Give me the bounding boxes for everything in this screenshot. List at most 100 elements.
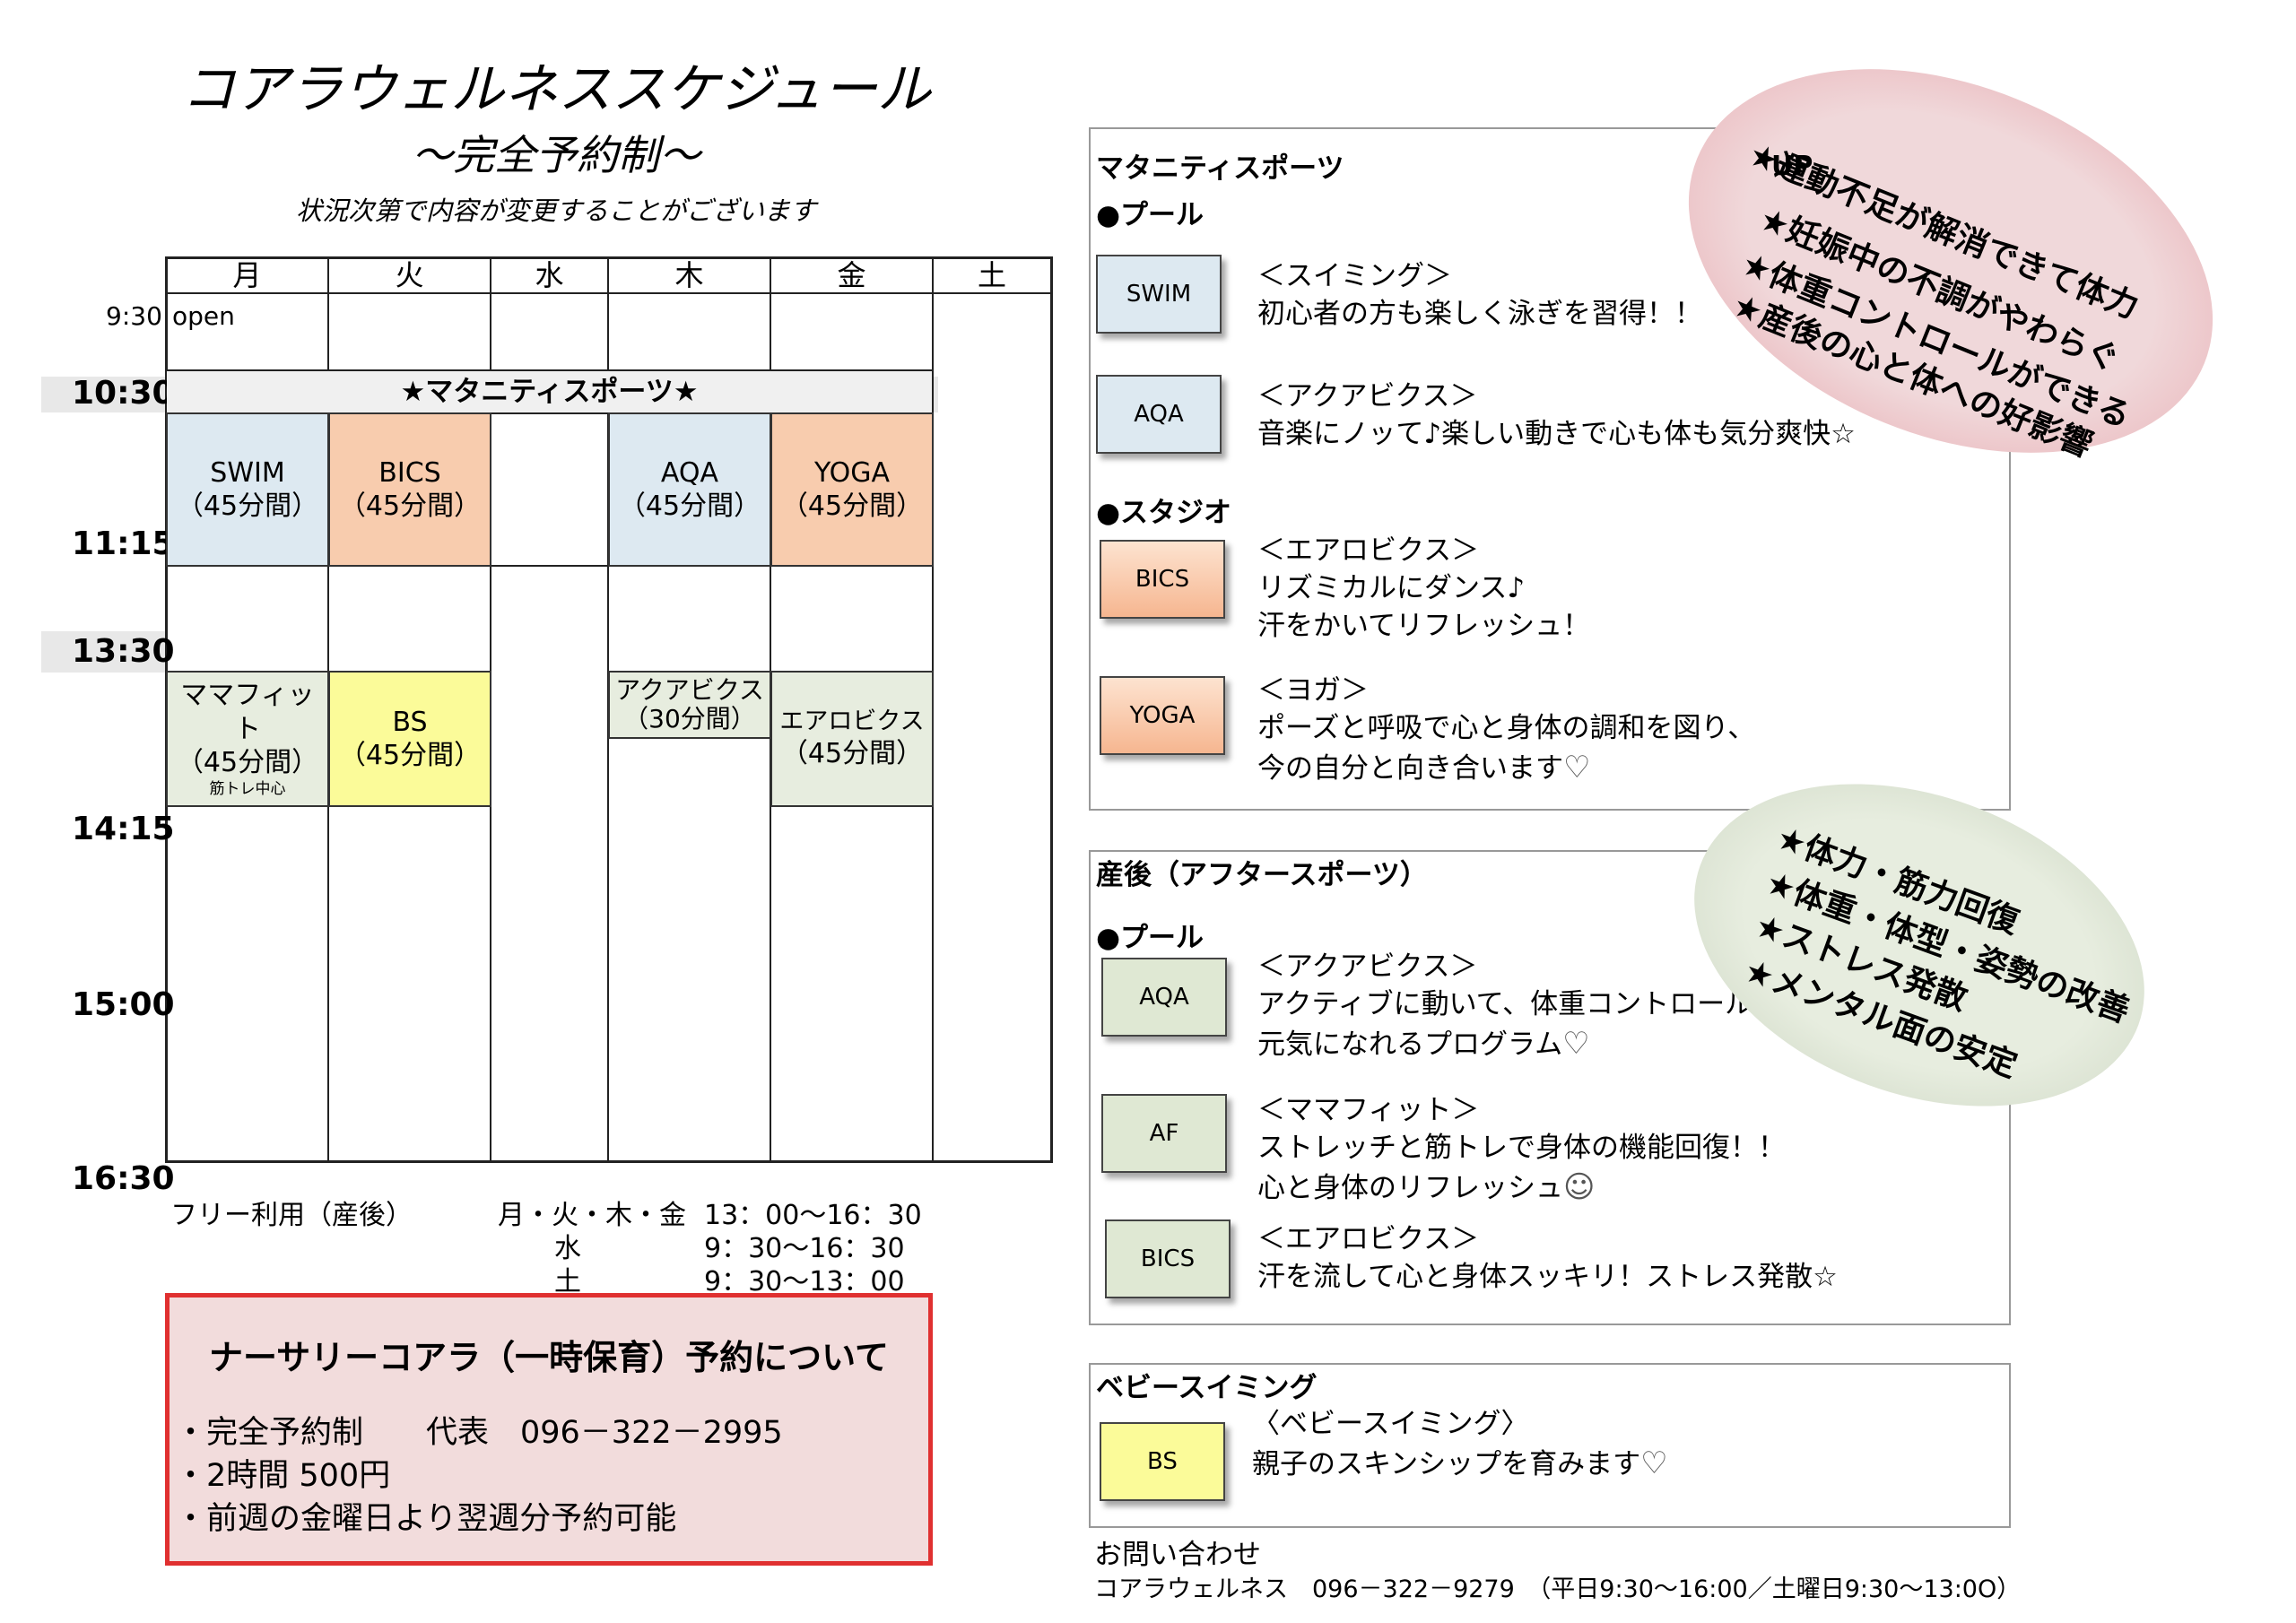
class-name: ママフィット <box>180 680 315 745</box>
class-name: SWIM <box>210 456 285 489</box>
class-duration: （45分間） <box>338 740 482 771</box>
desc-line: 心と身体のリフレッシュ <box>1257 1171 1563 1204</box>
maternity-banner: ★マタニティスポーツ★ <box>167 371 932 412</box>
page-subtitle: 〜完全予約制〜 <box>412 131 700 179</box>
heart-icon: ♡ <box>1563 749 1591 785</box>
nursery-line-2: ・2時間 500円 <box>175 1458 391 1494</box>
day-header-wed: 水 <box>535 258 564 292</box>
class-name: BS <box>392 706 428 738</box>
badge-aqa-post: AQA <box>1101 958 1227 1037</box>
desc-head: 〈ベビースイミング〉 <box>1252 1408 1529 1440</box>
class-tue-bics[interactable]: BICS （45分間） <box>328 412 491 567</box>
maternity-studio-heading: ●スタジオ <box>1096 497 1232 529</box>
free-use-hours-2: 9：30〜16：30 <box>704 1233 905 1264</box>
time-band-1330 <box>41 631 167 673</box>
class-duration: （45分間） <box>618 490 761 522</box>
class-duration: （45分間） <box>176 490 319 522</box>
free-use-days-2: 水 <box>554 1233 581 1264</box>
desc-line: ストレッチと筋トレで身体の機能回復！！ <box>1257 1131 1786 1164</box>
day-header-thu: 木 <box>674 258 704 292</box>
class-duration: （30分間） <box>623 704 756 733</box>
free-use-label: フリー利用（産後） <box>170 1200 413 1231</box>
maternity-pool-heading: ●プール <box>1096 199 1205 231</box>
desc-line: アクティブに動いて、体重コントロール！ <box>1257 987 1781 1020</box>
class-mon-mamafit[interactable]: ママフィット （45分間） 筋トレ中心 <box>166 671 329 807</box>
desc-head: ＜ママフィット＞ <box>1257 1094 1480 1126</box>
class-duration: （45分間） <box>780 490 924 522</box>
class-name: YOGA <box>813 456 891 489</box>
contact-line: コアラウェルネス 096－322－9279 （平日9:30〜16:00／土曜日9… <box>1094 1575 2022 1603</box>
open-label: open <box>172 301 235 331</box>
class-sub: 筋トレ中心 <box>209 779 286 798</box>
nursery-line-3: ・前週の金曜日より翌週分予約可能 <box>175 1501 677 1537</box>
time-1415: 14:15 <box>72 811 175 847</box>
free-use-days-1: 月・火・木・金 <box>498 1200 686 1231</box>
free-use-hours-3: 9：30〜13：00 <box>704 1266 905 1298</box>
baby-panel <box>1089 1363 2011 1528</box>
badge-aqa: AQA <box>1096 375 1222 454</box>
free-use-hours-1: 13：00〜16：30 <box>704 1200 922 1231</box>
badge-bics: BICS <box>1100 540 1225 619</box>
desc-line: 汗をかいてリフレッシュ！ <box>1257 609 1591 642</box>
desc-line: リズミカルにダンス♪ <box>1257 571 1526 604</box>
class-thu-aqa[interactable]: AQA （45分間） <box>608 412 771 567</box>
badge-bics-post: BICS <box>1105 1219 1231 1298</box>
class-fri-aerobics[interactable]: エアロビクス （45分間） <box>770 671 934 807</box>
class-duration: （45分間） <box>176 747 319 779</box>
desc-line: 汗を流して心と身体スッキリ！ストレス発散☆ <box>1257 1260 1838 1293</box>
desc-line: ポーズと呼吸で心と身体の調和を図り、 <box>1257 711 1756 744</box>
desc-head: ＜スイミング＞ <box>1257 260 1452 292</box>
class-name: BICS <box>378 456 441 489</box>
desc-aqa: ＜アクアビクス＞ 音楽にノッて♪楽しい動きで心も体も気分爽快☆ <box>1257 378 1856 454</box>
desc-head: ＜エアロビクス＞ <box>1257 534 1480 567</box>
day-header-sat: 土 <box>977 258 1006 292</box>
nursery-box: ナーサリーコアラ（一時保育）予約について ・完全予約制 代表 096－322－2… <box>165 1293 933 1566</box>
class-name: アクアビクス <box>615 674 764 705</box>
time-0930: 9:30 <box>106 301 162 331</box>
desc-head: ＜エアロビクス＞ <box>1257 1223 1480 1255</box>
desc-line: 元気になれるプログラム <box>1257 1028 1563 1061</box>
class-tue-bs[interactable]: BS （45分間） <box>328 671 491 807</box>
desc-bs: 〈ベビースイミング〉 親子のスキンシップを育みます♡ <box>1252 1406 1668 1485</box>
time-1030: 10:30 <box>72 375 175 412</box>
desc-swim: ＜スイミング＞ 初心者の方も楽しく泳ぎを習得！！ <box>1257 258 1702 334</box>
time-1330: 13:30 <box>72 633 175 670</box>
desc-line: 今の自分と向き合います <box>1257 751 1563 785</box>
desc-head: ＜ヨガ＞ <box>1257 674 1369 707</box>
desc-head: ＜アクアビクス＞ <box>1257 380 1478 412</box>
free-use-days-3: 土 <box>554 1266 581 1298</box>
day-header-fri: 金 <box>837 258 866 292</box>
desc-head: ＜アクアビクス＞ <box>1257 950 1478 983</box>
badge-af: AF <box>1101 1094 1227 1173</box>
nursery-line-1: ・完全予約制 代表 096－322－2995 <box>175 1415 783 1451</box>
smiley-icon: ☺ <box>1563 1168 1596 1205</box>
maternity-benefit-1b: UP <box>1771 151 1813 182</box>
page-title: コアラウェルネススケジュール <box>181 58 931 121</box>
desc-line: 音楽にノッて♪楽しい動きで心も体も気分爽快☆ <box>1257 417 1856 450</box>
maternity-panel <box>1089 127 2011 811</box>
class-duration: （45分間） <box>338 490 482 522</box>
time-1115: 11:15 <box>72 525 175 562</box>
badge-bs: BS <box>1100 1422 1225 1501</box>
class-duration: （45分間） <box>780 738 924 770</box>
contact-label: お問い合わせ <box>1094 1539 1261 1571</box>
class-name: エアロビクス <box>779 707 925 736</box>
postpartum-title: 産後（アフタースポーツ） <box>1096 859 1428 891</box>
desc-af: ＜ママフィット＞ ストレッチと筋トレで身体の機能回復！！ 心と身体のリフレッシュ… <box>1257 1092 1786 1209</box>
class-fri-yoga[interactable]: YOGA （45分間） <box>770 412 934 567</box>
heart-icon: ♡ <box>1640 1445 1668 1481</box>
time-1630: 16:30 <box>72 1160 175 1197</box>
maternity-title: マタニティスポーツ <box>1096 152 1344 185</box>
class-name: AQA <box>660 456 719 489</box>
class-thu-aquabics[interactable]: アクアビクス （30分間） <box>608 671 771 739</box>
badge-yoga: YOGA <box>1100 676 1225 755</box>
desc-aqa-post: ＜アクアビクス＞ アクティブに動いて、体重コントロール！ 元気になれるプログラム… <box>1257 949 1780 1065</box>
nursery-title: ナーサリーコアラ（一時保育）予約について <box>208 1338 890 1377</box>
desc-yoga: ＜ヨガ＞ ポーズと呼吸で心と身体の調和を図り、 今の自分と向き合います♡ <box>1257 673 1755 789</box>
time-1500: 15:00 <box>72 986 175 1023</box>
class-mon-swim[interactable]: SWIM （45分間） <box>166 412 329 567</box>
desc-line: 初心者の方も楽しく泳ぎを習得！！ <box>1257 297 1702 330</box>
badge-swim: SWIM <box>1096 255 1222 334</box>
desc-bics-post: ＜エアロビクス＞ 汗を流して心と身体スッキリ！ストレス発散☆ <box>1257 1221 1838 1297</box>
page-note: 状況次第で内容が変更することがございます <box>295 195 816 226</box>
